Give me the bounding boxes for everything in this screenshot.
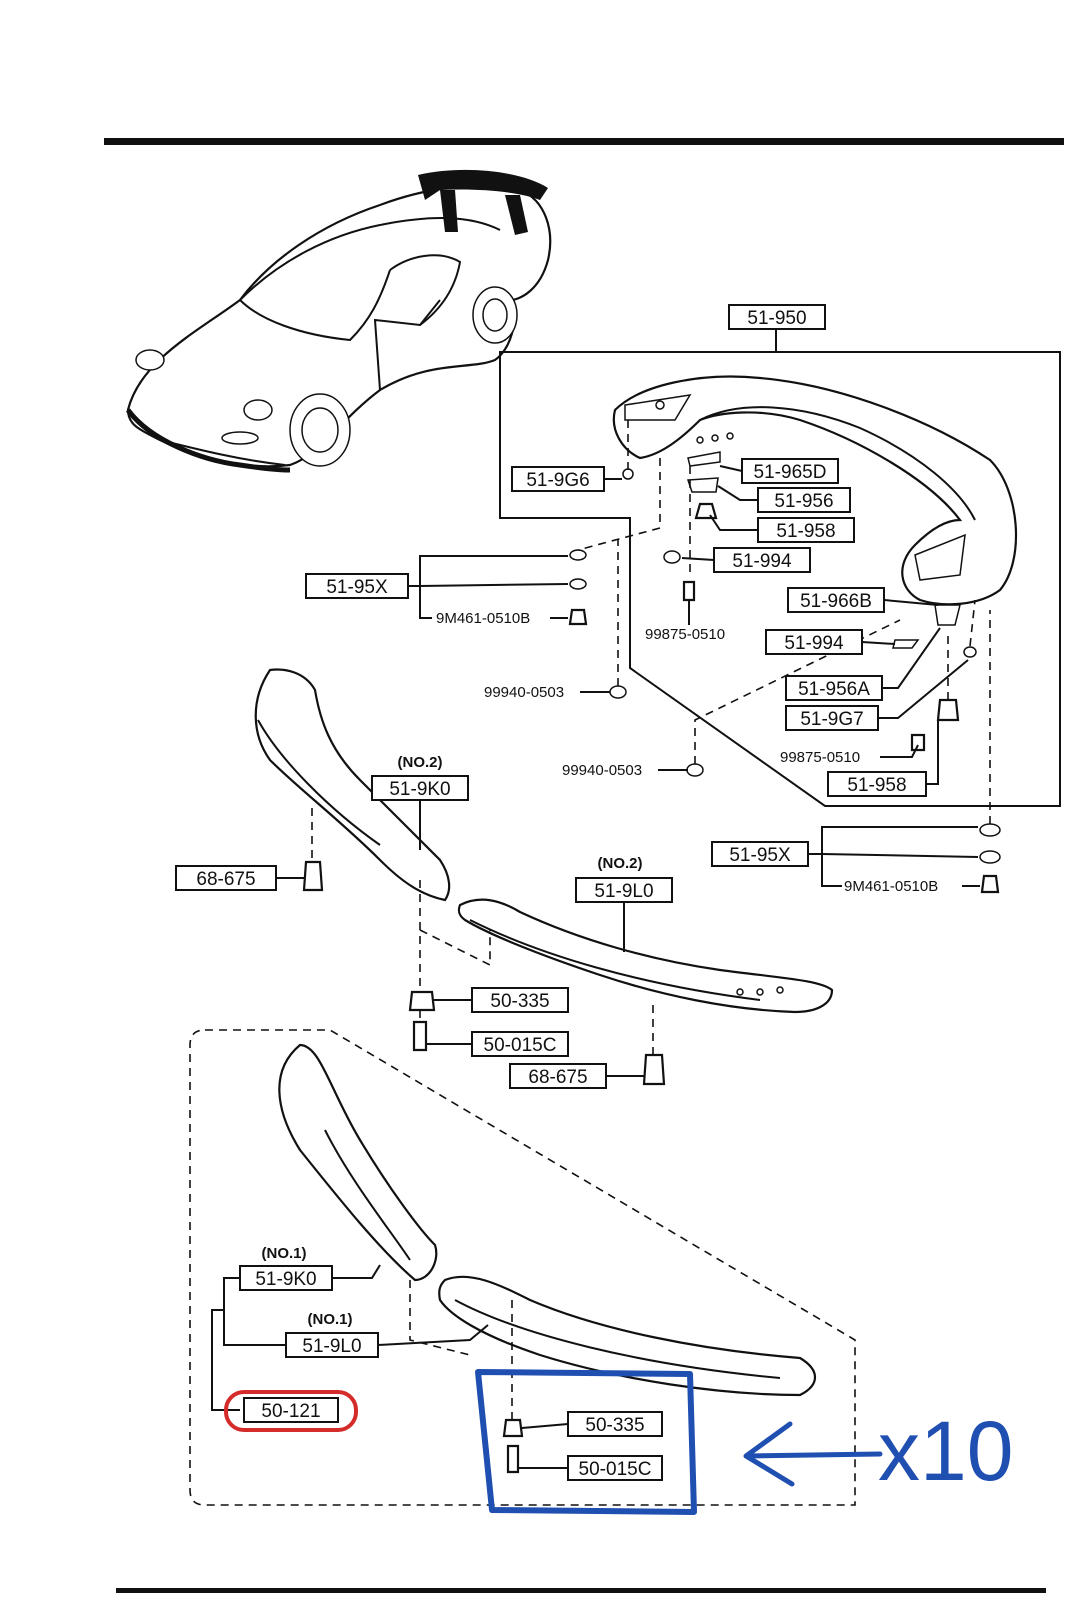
svg-text:50-015C: 50-015C (484, 1035, 557, 1056)
spoiler-group (499, 328, 1061, 807)
svg-text:51-958: 51-958 (776, 521, 835, 542)
callout-51-9L0-top: (NO.2) 51-9L0 (575, 855, 673, 952)
callout-50-335-bot: 50-335 (521, 1411, 663, 1437)
bottom-rule (116, 1588, 1046, 1593)
svg-text:51-9L0: 51-9L0 (594, 881, 653, 902)
callout-68-675-left: 68-675 (175, 865, 304, 891)
svg-text:51-994: 51-994 (784, 633, 844, 654)
callout-51-958-mid: 51-958 (827, 720, 939, 797)
svg-text:(NO.1): (NO.1) (308, 1311, 353, 1328)
callout-51-9G7: 51-9G7 (785, 659, 969, 731)
callout-51-9K0-top: (NO.2) 51-9K0 (371, 754, 469, 850)
callout-51-994-top: 51-994 (681, 547, 811, 573)
svg-text:51-9G7: 51-9G7 (800, 709, 863, 730)
svg-text:51-95X: 51-95X (326, 577, 388, 598)
callout-51-956A: 51-956A (785, 627, 941, 701)
callout-51-95X-top: 51-95X (305, 555, 569, 619)
svg-text:51-966B: 51-966B (800, 591, 872, 612)
callout-51-95X-bot: 51-95X (711, 826, 979, 887)
spoiler-hardware (568, 451, 1001, 894)
callout-51-9G6: 51-9G6 (511, 466, 622, 492)
callout-50-121: 50-121 (243, 1397, 339, 1423)
svg-text:51-9L0: 51-9L0 (302, 1336, 361, 1357)
svg-text:68-675: 68-675 (196, 869, 255, 890)
top-rule (104, 138, 1064, 145)
svg-text:(NO.2): (NO.2) (398, 754, 443, 771)
blue-highlight-box (475, 1369, 697, 1515)
svg-text:99875-0510: 99875-0510 (780, 749, 860, 766)
callout-51-965D: 51-965D (719, 458, 839, 484)
svg-text:99875-0510: 99875-0510 (645, 626, 725, 643)
svg-text:51-994: 51-994 (732, 551, 792, 572)
car-illustration (125, 169, 552, 473)
callout-99875-top: 99875-0510 (645, 600, 725, 643)
callout-50-015C-bot: 50-015C (518, 1455, 663, 1481)
svg-text:50-015C: 50-015C (579, 1459, 652, 1480)
svg-text:51-95X: 51-95X (729, 845, 791, 866)
svg-text:51-956A: 51-956A (798, 679, 870, 700)
svg-text:51-958: 51-958 (847, 775, 906, 796)
svg-text:51-9K0: 51-9K0 (389, 779, 450, 800)
front-lip-no2 (254, 668, 834, 1014)
callout-68-675-right: 68-675 (509, 1063, 644, 1089)
svg-text:51-9G6: 51-9G6 (526, 470, 589, 491)
callout-51-9L0-bot: (NO.1) 51-9L0 (285, 1311, 489, 1358)
svg-text:99940-0503: 99940-0503 (562, 762, 642, 779)
svg-text:9M461-0510B: 9M461-0510B (844, 878, 938, 895)
callout-50-335-top: 50-335 (434, 987, 569, 1013)
callout-51-958-top: 51-958 (709, 514, 855, 543)
callout-99875-mid: 99875-0510 (780, 744, 919, 766)
lip-hardware (302, 860, 666, 1086)
svg-text:50-335: 50-335 (490, 991, 549, 1012)
multiplier-annotation: x10 (878, 1404, 1013, 1498)
red-highlight-ring (224, 1390, 358, 1432)
svg-text:51-965D: 51-965D (754, 462, 827, 483)
callout-9M461-top: 9M461-0510B (436, 610, 568, 627)
lip-dashes (311, 808, 654, 1055)
svg-text:(NO.2): (NO.2) (598, 855, 643, 872)
svg-text:(NO.1): (NO.1) (262, 1245, 307, 1262)
svg-text:50-121: 50-121 (261, 1401, 320, 1422)
callout-99940-b: 99940-0503 (562, 762, 688, 779)
callout-99940-a: 99940-0503 (484, 684, 610, 701)
svg-text:51-956: 51-956 (774, 491, 833, 512)
callout-51-950: 51-950 (728, 304, 826, 330)
svg-text:68-675: 68-675 (528, 1067, 587, 1088)
callout-51-9K0-bot: (NO.1) 51-9K0 (239, 1245, 381, 1291)
callout-51-956: 51-956 (717, 485, 851, 513)
callout-51-994-mid: 51-994 (765, 629, 896, 655)
svg-text:50-335: 50-335 (585, 1415, 644, 1436)
svg-text:9M461-0510B: 9M461-0510B (436, 610, 530, 627)
svg-text:99940-0503: 99940-0503 (484, 684, 564, 701)
callout-51-966B: 51-966B (787, 587, 939, 613)
svg-text:51-9K0: 51-9K0 (255, 1269, 316, 1290)
callout-9M461-bot: 9M461-0510B (844, 878, 980, 895)
blue-arrow-icon (743, 1421, 883, 1487)
svg-text:51-950: 51-950 (747, 308, 806, 329)
detail-box (189, 1029, 856, 1506)
callout-50-015C-top: 50-015C (426, 1031, 569, 1057)
